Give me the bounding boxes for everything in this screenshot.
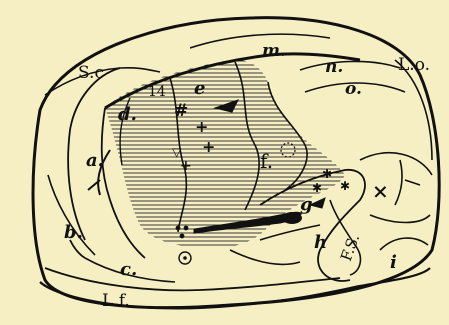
asterisk-marker-2: ✱ — [312, 181, 322, 195]
cross-marker: × — [372, 179, 389, 203]
central-fold-1 — [169, 77, 188, 233]
sulcus-b — [69, 239, 86, 259]
asterisk-marker-3: ✱ — [340, 179, 350, 193]
lower-fold-outline — [39, 267, 431, 310]
label-a: a. — [86, 150, 104, 171]
sulcus-m — [189, 33, 331, 49]
sulcus-g-arrow — [308, 197, 326, 209]
dot-marker-1 — [175, 225, 181, 231]
label-f: f. — [260, 149, 273, 173]
central-fold-2 — [234, 61, 260, 211]
asterisk-marker-1: ✱ — [322, 167, 332, 181]
triangle-marker: ▽ — [172, 145, 182, 159]
left-fold-d — [100, 107, 146, 259]
target-marker-center — [183, 256, 187, 260]
label-g: g — [300, 194, 313, 215]
plus-marker-2: + — [202, 137, 215, 156]
lower-fold-inner — [44, 267, 341, 292]
sylvian-fissure-end — [282, 212, 302, 224]
sulcus-sc — [104, 52, 361, 110]
right-fold — [359, 152, 433, 224]
fs-fold-outer — [259, 169, 366, 282]
sulcus-a — [87, 149, 111, 196]
label-i: i — [390, 252, 397, 273]
sulcus-e-arrow — [213, 99, 239, 113]
right-junction — [394, 159, 421, 206]
dotted-circle-f — [280, 142, 296, 158]
sulcus-n — [299, 60, 401, 71]
label-m: m. — [262, 41, 286, 61]
c-fold — [84, 257, 176, 283]
dot-marker-3 — [179, 233, 185, 239]
dot-marker-2 — [183, 225, 189, 231]
label-14: 14 — [148, 84, 166, 100]
i-fold — [379, 237, 429, 251]
label-sc: S.c — [78, 63, 104, 83]
hatched-cortical-region — [105, 59, 345, 249]
label-lo: L.o. — [398, 55, 430, 75]
plus-marker-3: + — [180, 158, 192, 174]
label-c: c. — [120, 259, 137, 280]
label-n: n. — [325, 57, 343, 77]
left-fold-inner — [119, 97, 131, 166]
label-d: d. — [118, 104, 137, 125]
label-h: h — [314, 232, 327, 253]
plus-marker-1: + — [195, 117, 208, 136]
hash-marker-1: # — [174, 101, 188, 121]
label-lf: L.f. — [102, 291, 130, 311]
h-fold — [229, 224, 321, 266]
label-o: o. — [345, 79, 362, 99]
left-fold-b — [47, 174, 96, 256]
fs-fold-inner — [329, 199, 362, 276]
target-marker — [178, 251, 192, 265]
sulcus-o — [304, 82, 406, 93]
left-fold-outer — [67, 67, 121, 241]
sulcus-lo-right — [394, 59, 433, 161]
central-fold-3 — [267, 81, 308, 191]
sylvian-fissure — [193, 211, 302, 234]
label-b: b. — [64, 222, 83, 243]
label-e: e — [194, 78, 205, 99]
